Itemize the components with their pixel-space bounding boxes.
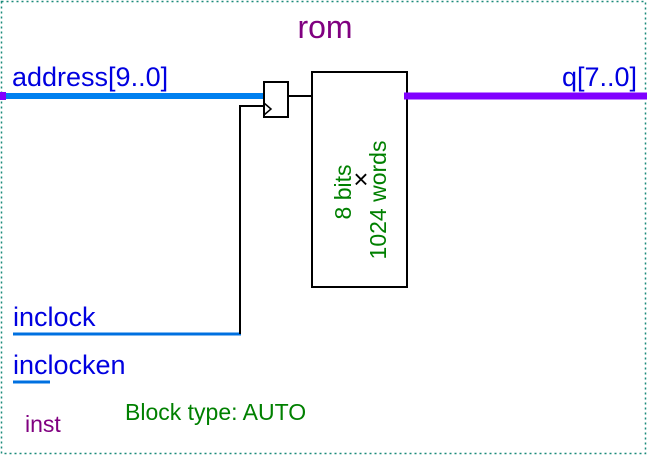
clock-edge-marker	[263, 102, 273, 116]
input-register-block	[263, 81, 289, 118]
block-type-label: Block type: AUTO	[125, 399, 306, 425]
memory-cross-mark: ×	[353, 164, 368, 194]
symbol-title: rom	[297, 9, 352, 45]
inclock-route-wire	[239, 105, 264, 334]
memory-width-label: 8 bits	[330, 165, 356, 220]
inclock-port-label: inclock	[13, 302, 96, 332]
memory-array-block	[311, 71, 408, 288]
address-port-label: address[9..0]	[12, 62, 168, 92]
address-bus-pin[interactable]	[0, 92, 6, 100]
inclocken-port-label: inclocken	[13, 350, 126, 380]
memory-depth-label: 1024 words	[365, 141, 391, 260]
q-port-label: q[7..0]	[562, 62, 637, 92]
instance-name-label: inst	[25, 411, 61, 437]
